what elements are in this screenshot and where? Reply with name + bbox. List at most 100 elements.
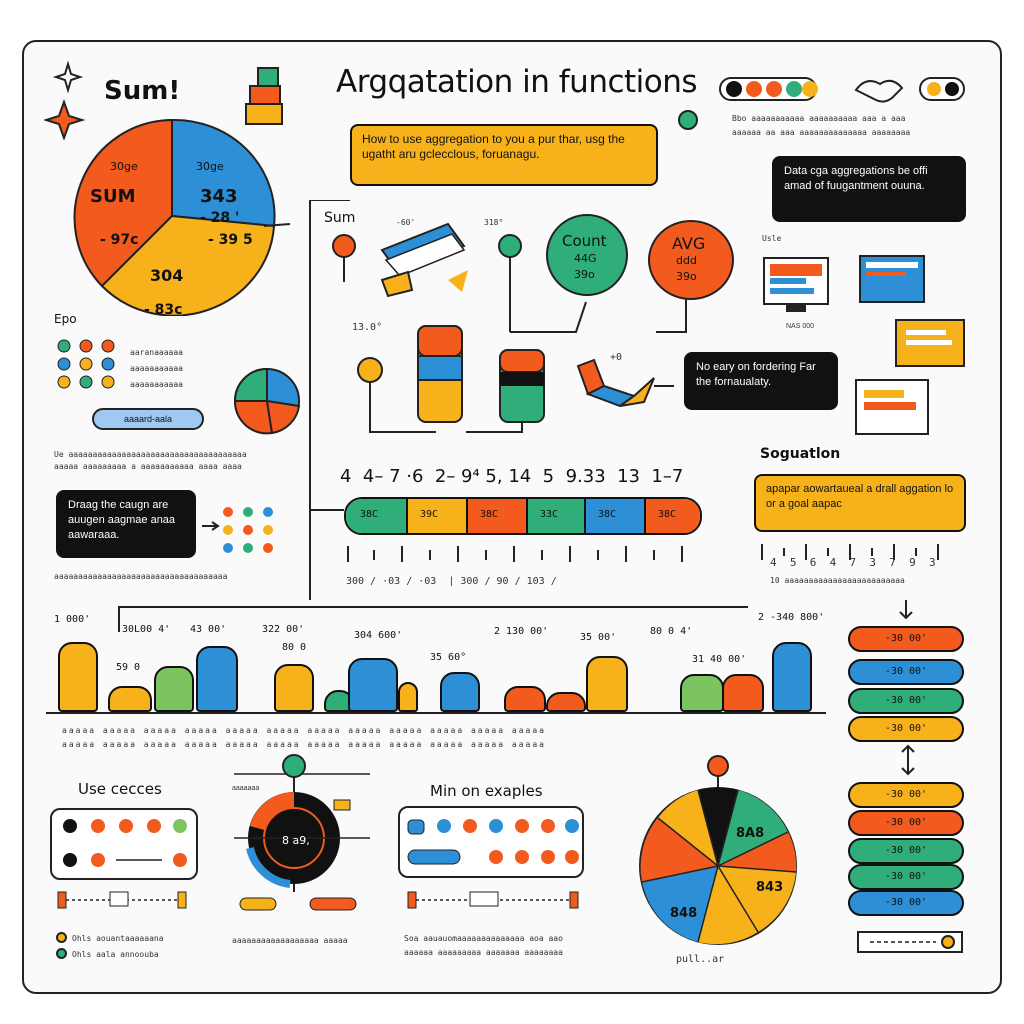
sequence-segment — [466, 499, 528, 533]
double-arrow-icon — [901, 744, 915, 776]
right-yellow-bubble: apapar aowartaueal a drall aggation lo o… — [754, 474, 966, 532]
pie-sub-value-1: - 97c — [100, 232, 139, 248]
pie-slice-label: 8A8 — [736, 826, 765, 841]
pie-sub-value-4: - 83c — [144, 302, 183, 318]
bar-cylinder — [196, 646, 238, 712]
sequence-segment — [644, 499, 700, 533]
chart-connector-line — [118, 606, 748, 608]
dot-grid-icon — [57, 339, 115, 389]
count-label: Count — [562, 232, 607, 250]
database-cylinders-icon — [417, 325, 545, 423]
flow-small-label: +0 — [610, 352, 623, 363]
bar-value-label: 2 130 00' — [494, 626, 549, 637]
right-pill: -30 00' — [848, 890, 964, 916]
sequence-bottom-ticks: 300 / ·03 / ·03 | 300 / 90 / 103 / — [346, 576, 557, 587]
segmentation-label: Soguatlon — [760, 446, 841, 462]
left-list-item: aaranaaaaaa — [130, 348, 183, 357]
pie-slice-label: 843 — [756, 880, 784, 895]
pie-sub-value-2: - 28 ' — [200, 210, 240, 226]
use-cases-slider[interactable] — [54, 888, 198, 912]
right-scale: 4 5 6 4 7 3 7 9 3 — [770, 556, 936, 569]
flow-small-label: 318° — [484, 218, 504, 227]
bar-cylinder — [274, 664, 314, 712]
right-pill: -30 00' — [848, 838, 964, 864]
pie-label-343: 343 — [200, 186, 238, 207]
bar-axis-labels-2: aaaaa aaaaa aaaaa aaaaa aaaaa aaaaa aaaa… — [62, 740, 546, 749]
use-label: Usle — [762, 234, 782, 243]
green-dot-icon — [678, 110, 698, 130]
right-scale-caption: 10 aaaaaaaaaaaaaaaaaaaaaaaaa — [770, 576, 905, 585]
bottom-pie-chart — [639, 755, 797, 945]
arrow-dot-grid-icon — [202, 507, 273, 553]
count-value: 39o — [574, 268, 595, 281]
min-examples-panel — [398, 806, 584, 878]
min-caption-2: aaaaaa aaaaaaaaa aaaaaaa aaaaaaaa — [404, 948, 563, 957]
min-caption: Soa aauauomaaaaaaaaaaaaaa aoa aao — [404, 934, 563, 943]
left-text-line-2: aaaaa aaaaaaaaa a aaaaaaaaaaa aaaa aaaa — [54, 462, 242, 471]
min-examples-slider[interactable] — [404, 888, 584, 912]
cube-stack-icon — [245, 67, 283, 125]
segment-label: 38C — [658, 509, 677, 520]
right-pill: -30 00' — [848, 688, 964, 714]
left-black-bubble: Draag the caugn are auugen aagmae anaa a… — [56, 490, 196, 558]
color-token-row — [719, 77, 965, 103]
folded-ribbon-icon — [576, 358, 674, 408]
top-yellow-bubble: How to use aggregation to you a pur thar… — [350, 124, 658, 186]
avg-value: ddd — [676, 254, 697, 267]
use-cases-dots — [63, 819, 187, 867]
sum-title: Sum! — [104, 76, 181, 106]
min-examples-dots — [407, 819, 579, 865]
bar-cylinder — [108, 686, 152, 712]
legend-dot — [56, 932, 67, 943]
right-pill: -30 00' — [848, 782, 964, 808]
count-node — [546, 214, 628, 296]
left-list-button[interactable]: aaaard-aala — [92, 408, 204, 430]
flow-small-label: 13.0° — [352, 322, 383, 333]
sequence-segment — [526, 499, 586, 533]
bar-value-label: 322 00' — [262, 624, 305, 635]
legend-item: Ohls aala annoouba — [72, 950, 159, 959]
left-connector — [309, 200, 350, 600]
segment-label: 38C — [360, 509, 379, 520]
use-cases-title: Use cecces — [78, 780, 162, 798]
right-pill: -30 00' — [848, 810, 964, 836]
header-text-line-2: aaaaaa aa aaa aaaaaaaaaaaaaa aaaaaaaa — [732, 128, 911, 137]
flow-small-label: -60' — [396, 218, 416, 227]
pie-label-sum: SUM — [90, 186, 136, 207]
pie-top-label-2: 30ge — [196, 160, 224, 173]
bar-cylinder — [348, 658, 398, 712]
right-black-bubble: Data cga aggregations be offi amad of fu… — [772, 156, 966, 222]
main-pie-chart — [73, 118, 290, 316]
donut-caption: aaaaaaaaaaaaaaaaaa aaaaa — [232, 936, 348, 945]
arrow-down-icon — [899, 600, 913, 620]
left-text-line: Ue aaaaaaaaaaaaaaaaaaaaaaaaaaaaaaaaaaaaa — [54, 450, 247, 459]
flow-sum-label: Sum — [324, 210, 356, 226]
sequence-numbers: 4 4– 7 ·6 2– 9⁴ 5, 14 5 9.33 13 1–7 — [340, 466, 684, 487]
bar-cylinder — [772, 642, 812, 712]
sparkle-icon — [44, 60, 86, 140]
sequence-segment — [584, 499, 646, 533]
bar-value-label: 35 60° — [430, 652, 467, 663]
pie-slice-label: 848 — [670, 906, 698, 921]
svg-text:aaaaaaa: aaaaaaa — [232, 785, 259, 792]
donut-value: 8 a9, — [282, 834, 310, 847]
sequence-segment — [346, 499, 406, 533]
bar-cylinder — [680, 674, 724, 712]
bar-cylinder — [586, 656, 628, 712]
segment-label: 39C — [420, 509, 439, 520]
svg-text:NAS 000: NAS 000 — [786, 323, 814, 330]
pie-sub-value-3: - 39 5 — [208, 232, 253, 248]
legend-dot — [56, 948, 67, 959]
bar-chart-axis — [46, 712, 826, 714]
avg-label: AVG — [672, 234, 706, 253]
mid-black-bubble: No eary on fordering Far the fornaualaty… — [684, 352, 838, 410]
avg-value: 39o — [676, 270, 697, 283]
slider-icon[interactable] — [856, 928, 966, 956]
right-pill: -30 00' — [848, 716, 964, 742]
avg-node — [648, 220, 734, 300]
segment-label: 38C — [598, 509, 617, 520]
bar-value-label: 2 -340 800' — [758, 612, 825, 623]
bar-value-label: 304 600' — [354, 630, 403, 641]
min-examples-title: Min on exaples — [430, 782, 543, 800]
bar-cylinder — [440, 672, 480, 712]
